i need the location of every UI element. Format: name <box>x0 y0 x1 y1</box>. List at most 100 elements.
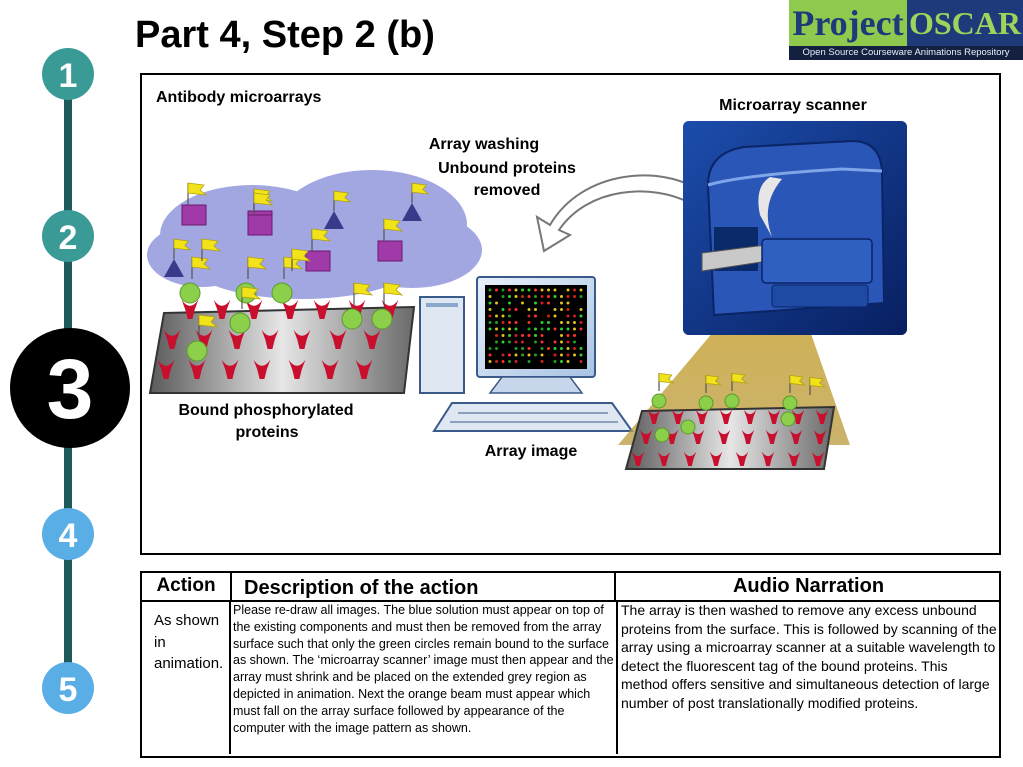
array-spot <box>488 347 492 350</box>
array-spot <box>527 327 531 331</box>
step-4-label: 4 <box>59 517 78 555</box>
antibody-icon <box>163 329 181 349</box>
phospho-flag-icon <box>658 372 675 384</box>
array-spot <box>534 288 537 292</box>
array-spot <box>488 301 492 305</box>
array-spot <box>534 334 537 337</box>
antibody-icon <box>789 429 803 444</box>
array-spot <box>566 334 570 337</box>
array-spot <box>579 308 583 311</box>
step-3-current[interactable]: 3 <box>10 328 130 448</box>
array-spot <box>560 308 563 311</box>
array-spot <box>547 327 550 331</box>
array-spot <box>566 314 570 318</box>
array-spot <box>495 321 498 324</box>
unbound-protein-icon <box>164 259 184 277</box>
array-spot <box>508 295 511 298</box>
array-spot <box>521 288 524 292</box>
step-1[interactable]: 1 <box>42 48 94 100</box>
array-spot <box>488 327 492 331</box>
antibody-icon <box>735 451 749 466</box>
array-spot <box>527 353 531 357</box>
array-spot <box>560 295 563 298</box>
unbound-protein-icon <box>402 203 422 221</box>
array-spot <box>566 327 570 331</box>
array-spot <box>566 347 570 350</box>
unbound-protein-icon <box>324 211 344 229</box>
phospho-flag-icon <box>253 192 274 206</box>
header-description: Description of the action <box>230 573 616 600</box>
array-spot <box>540 321 544 324</box>
antibody-icon <box>181 299 199 319</box>
array-spot <box>534 340 537 344</box>
antibody-icon <box>253 359 271 379</box>
array-spot <box>534 314 537 318</box>
array-spot <box>514 308 518 311</box>
array-spot <box>553 353 557 357</box>
logo-tagline: Open Source Courseware Animations Reposi… <box>789 46 1023 60</box>
array-spot <box>540 353 544 357</box>
array-spot <box>534 353 537 357</box>
array-spot <box>573 353 576 357</box>
header-action: Action <box>156 575 216 596</box>
step-4[interactable]: 4 <box>42 508 94 560</box>
array-spot <box>508 340 511 344</box>
step-2-label: 2 <box>59 219 78 257</box>
array-spot <box>527 360 531 363</box>
phospho-flag-icon <box>383 218 404 232</box>
diagram-panel: Antibody microarrays Microarray scanner … <box>140 73 1001 555</box>
array-spot <box>547 301 550 305</box>
protein-icon <box>780 411 796 427</box>
protein-icon <box>186 340 208 362</box>
array-spot <box>553 340 557 344</box>
array-spot <box>508 327 511 331</box>
array-spot <box>514 334 518 337</box>
antibody-icon <box>657 451 671 466</box>
step-1-label: 1 <box>59 57 78 95</box>
step-2[interactable]: 2 <box>42 210 94 262</box>
array-spot <box>573 340 576 344</box>
antibody-icon <box>639 429 653 444</box>
array-spot <box>488 308 492 311</box>
antibody-icon <box>761 451 775 466</box>
array-spot <box>527 334 531 337</box>
array-spot <box>566 308 570 311</box>
phospho-flag-icon <box>191 256 212 270</box>
array-spot <box>540 340 544 344</box>
array-spot <box>547 295 550 298</box>
label-proteins: proteins <box>235 424 299 441</box>
array-spot <box>566 295 570 298</box>
antibody-icon <box>741 429 755 444</box>
array-spot <box>501 288 505 292</box>
protein-icon <box>371 308 393 330</box>
array-spot <box>553 295 557 298</box>
array-spot <box>566 353 570 357</box>
antibody-icon <box>691 429 705 444</box>
antibody-icon <box>363 329 381 349</box>
unbound-protein-icon <box>181 204 207 226</box>
phospho-flag-icon <box>173 238 192 251</box>
step-5[interactable]: 5 <box>42 662 94 714</box>
antibody-icon <box>261 329 279 349</box>
antibody-icon <box>767 409 781 424</box>
array-spot <box>540 295 544 298</box>
array-spot <box>514 347 518 350</box>
protein-icon <box>698 395 714 411</box>
array-spot <box>508 334 511 337</box>
array-spot <box>495 327 498 331</box>
antibody-icon <box>719 409 733 424</box>
array-spot <box>521 301 524 305</box>
array-spot <box>514 295 518 298</box>
logo-word-oscar: OSCAR <box>907 0 1023 46</box>
action-table: Action Description of the action Audio N… <box>140 571 1001 758</box>
antibody-icon <box>787 451 801 466</box>
array-spot <box>560 301 563 305</box>
protein-icon <box>782 395 798 411</box>
slide-title: Part 4, Step 2 (b) <box>135 14 435 56</box>
phospho-flag-icon <box>198 314 219 328</box>
array-spot <box>488 353 492 357</box>
protein-icon <box>179 282 201 304</box>
array-spot <box>521 295 524 298</box>
phospho-flag-icon <box>731 372 748 384</box>
antibody-icon <box>765 429 779 444</box>
